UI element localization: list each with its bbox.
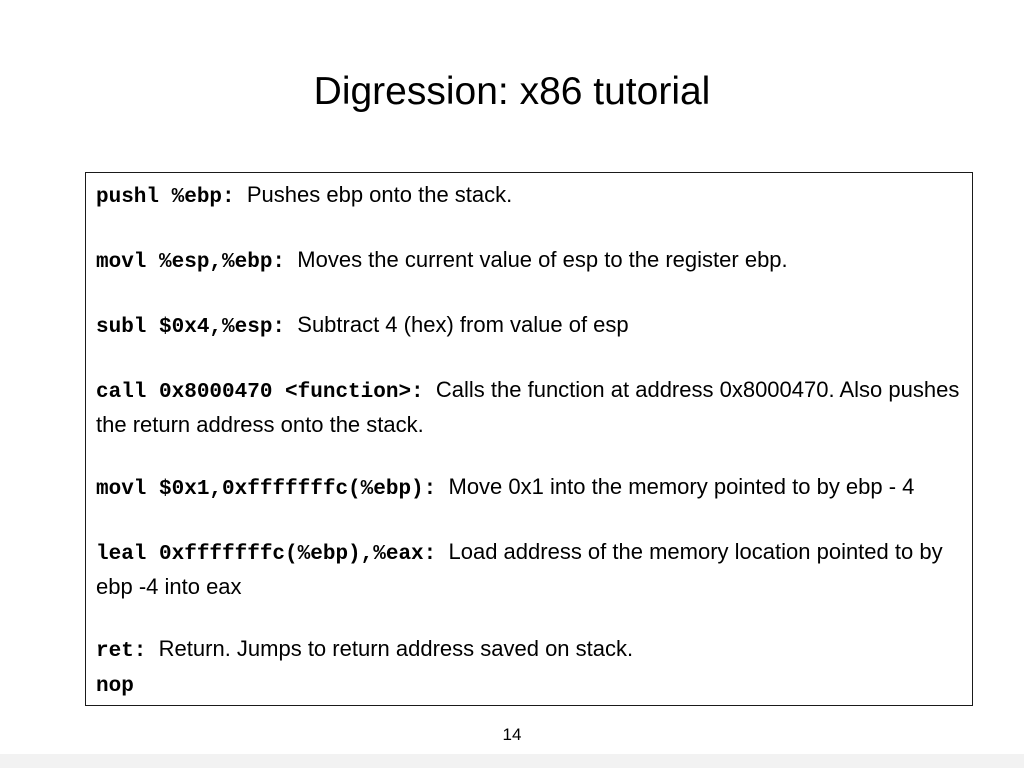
- instruction-code: movl $0x1,0xfffffffc(%ebp):: [96, 478, 437, 501]
- instruction-description: Calls the function at address 0x8000470.…: [96, 377, 960, 437]
- instruction-code: nop: [96, 675, 134, 698]
- instruction-code: subl $0x4,%esp:: [96, 316, 286, 339]
- instruction-description: Load address of the memory location poin…: [96, 539, 943, 599]
- instruction-description: Moves the current value of esp to the re…: [297, 247, 788, 272]
- footer-strip: [0, 754, 1024, 768]
- instruction-entry-nop: nop: [96, 668, 962, 703]
- instruction-entry-movl-mem: movl $0x1,0xfffffffc(%ebp): Move 0x1 int…: [96, 471, 962, 506]
- instruction-description: Return. Jumps to return address saved on…: [158, 636, 634, 661]
- instruction-code: movl %esp,%ebp:: [96, 251, 286, 274]
- instruction-code: pushl %ebp:: [96, 186, 235, 209]
- instruction-entry-subl: subl $0x4,%esp: Subtract 4 (hex) from va…: [96, 309, 962, 344]
- instruction-code: ret:: [96, 640, 147, 663]
- instruction-code: leal 0xfffffffc(%ebp),%eax:: [96, 543, 437, 566]
- instruction-description: Pushes ebp onto the stack.: [246, 182, 513, 207]
- instruction-description: Move 0x1 into the memory pointed to by e…: [448, 474, 915, 499]
- instruction-box: pushl %ebp: Pushes ebp onto the stack. m…: [85, 172, 973, 706]
- instruction-entry-pushl: pushl %ebp: Pushes ebp onto the stack.: [96, 179, 962, 214]
- instruction-entry-call: call 0x8000470 <function>: Calls the fun…: [96, 374, 962, 441]
- instruction-entry-leal: leal 0xfffffffc(%ebp),%eax: Load address…: [96, 536, 962, 603]
- instruction-description: Subtract 4 (hex) from value of esp: [297, 312, 629, 337]
- slide-title: Digression: x86 tutorial: [313, 70, 711, 113]
- instruction-entry-ret: ret: Return. Jumps to return address sav…: [96, 633, 962, 668]
- instruction-entry-movl-esp: movl %esp,%ebp: Moves the current value …: [96, 244, 962, 279]
- instruction-code: call 0x8000470 <function>:: [96, 381, 424, 404]
- page-number: 14: [502, 725, 522, 744]
